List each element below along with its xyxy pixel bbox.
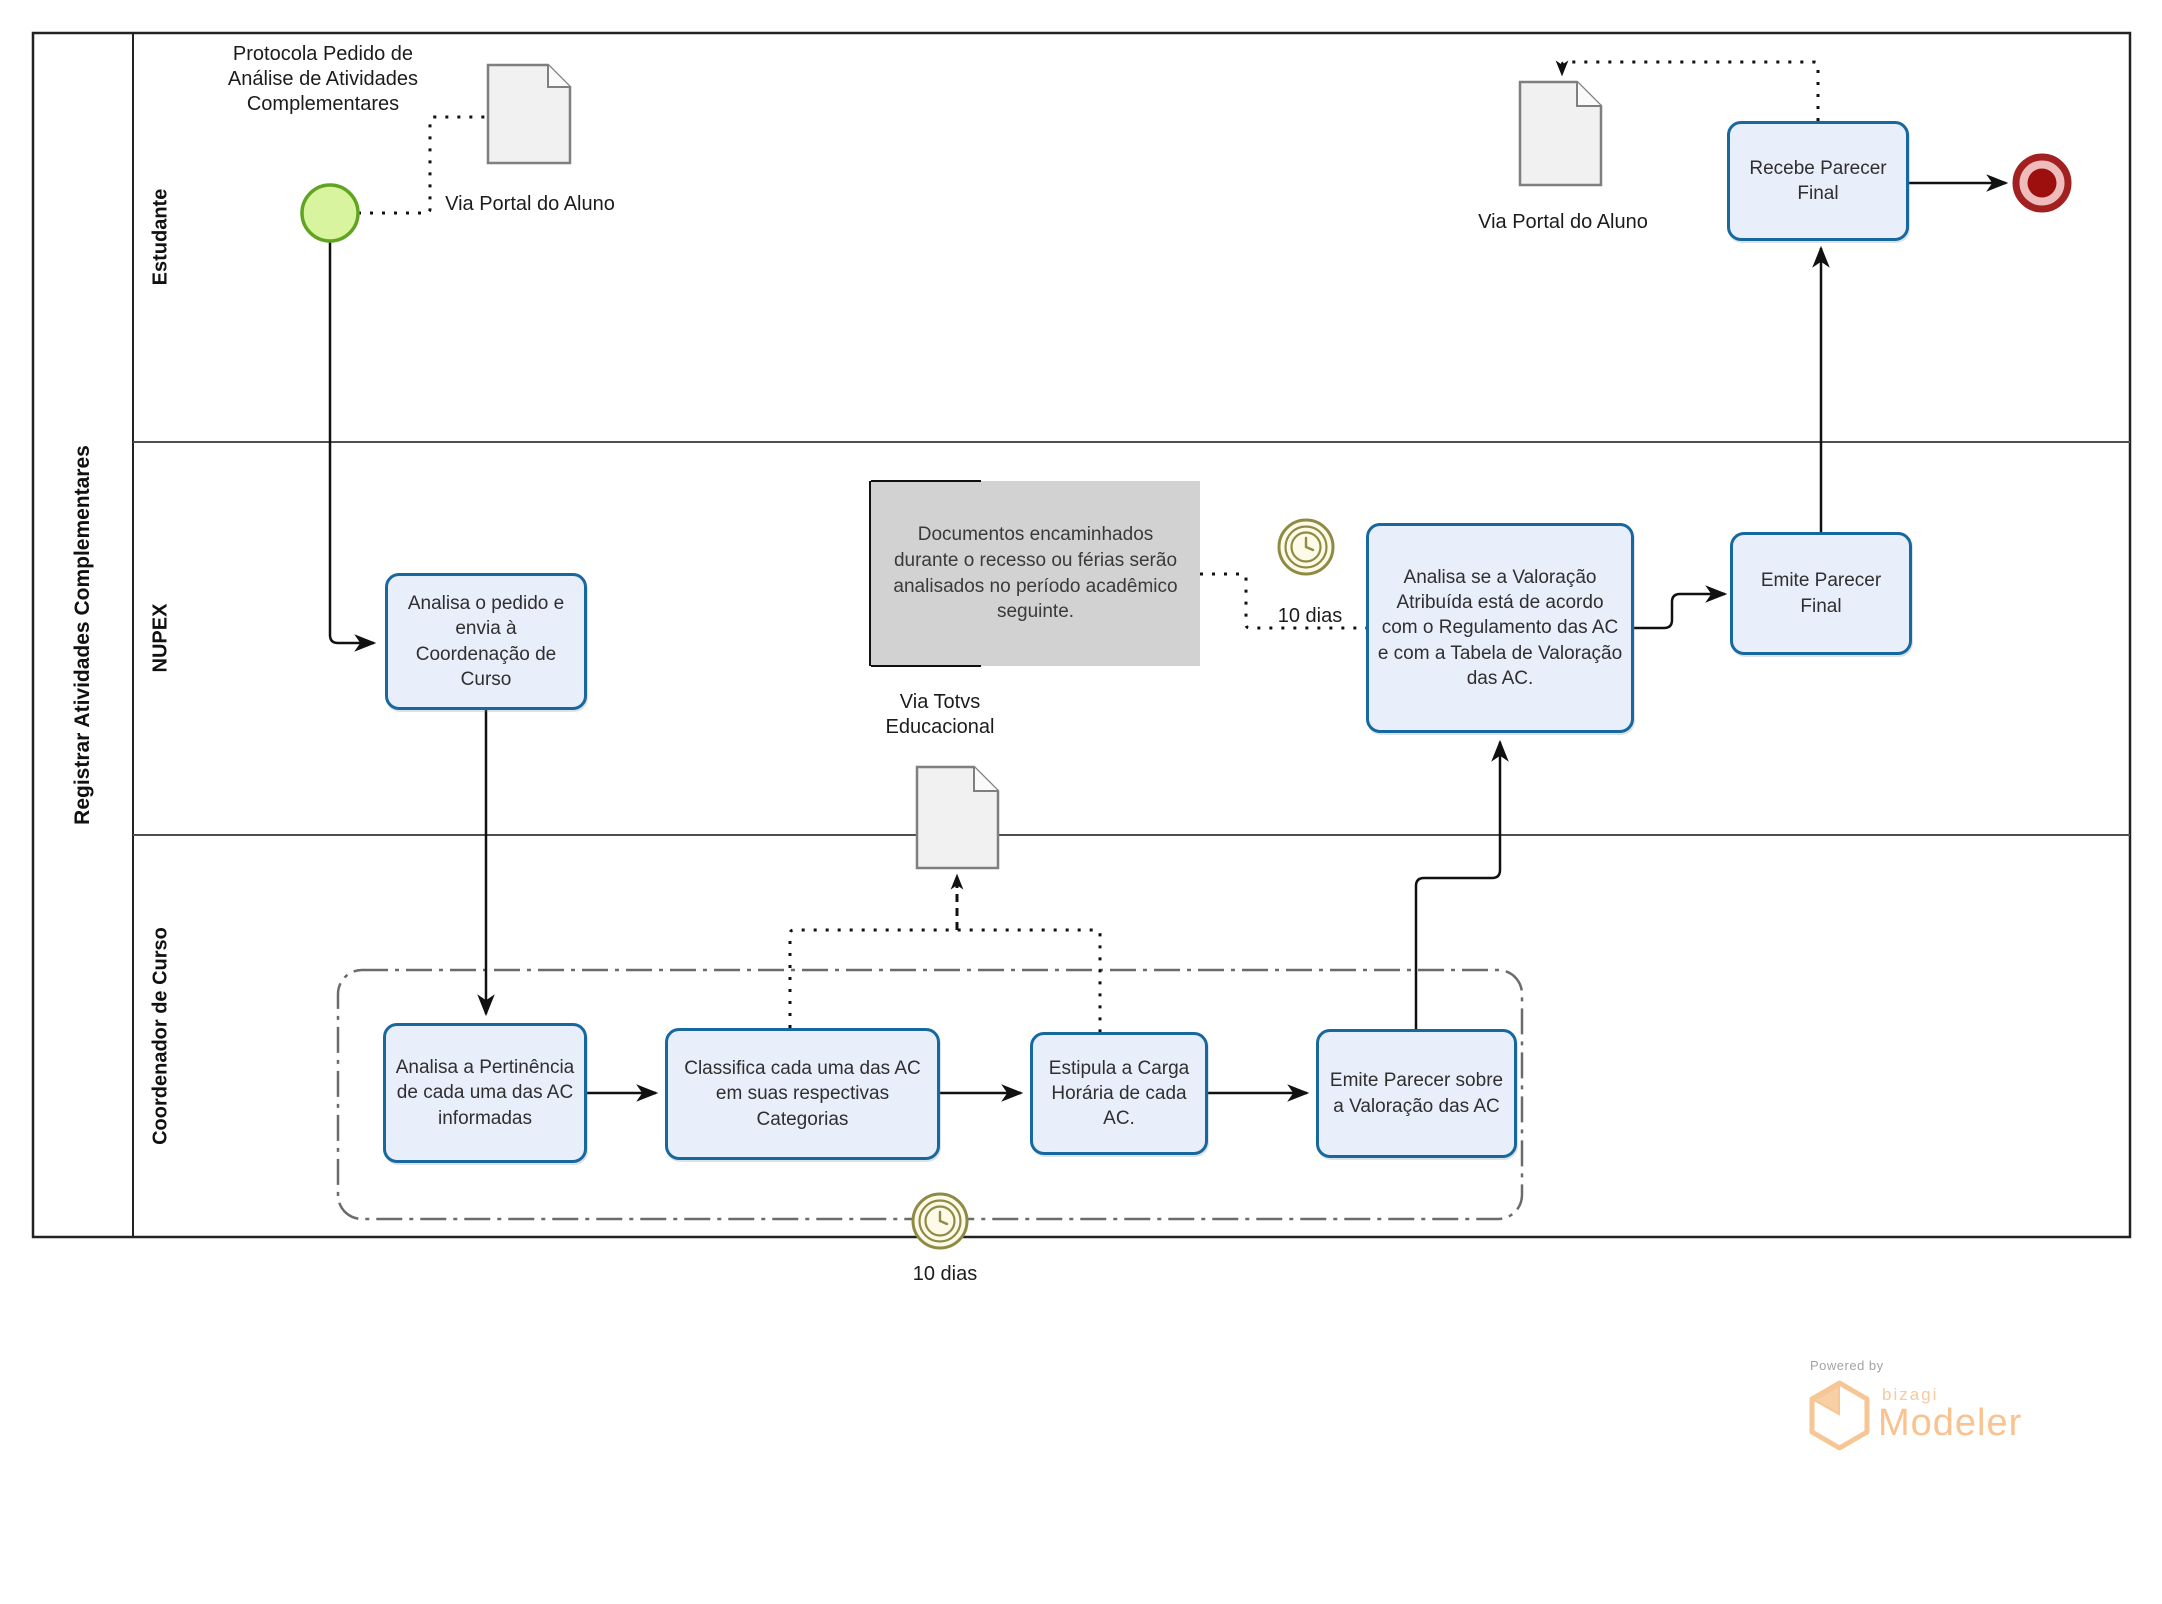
flow-analisa-valoracao-to-emite-final[interactable] (1634, 585, 1728, 630)
flow-start-to-analisa-pedido[interactable] (328, 241, 377, 652)
task-recebe-parecer-final[interactable]: Recebe Parecer Final (1727, 121, 1909, 241)
assoc-recebe-to-portal-doc[interactable] (1555, 60, 1820, 121)
task-emite-parecer-valoracao[interactable]: Emite Parecer sobre a Valoração das AC (1316, 1029, 1517, 1158)
document-via-portal-aluno-1[interactable] (486, 63, 572, 165)
bizagi-brand-text: bizagi (1882, 1385, 1939, 1404)
assoc-tasks-to-totvs-doc[interactable] (788, 928, 1102, 1032)
annotation-bracket-bottom (871, 665, 981, 667)
start-event-label: Protocola Pedido de Análise de Atividade… (227, 43, 419, 115)
task-analisa-pedido[interactable]: Analisa o pedido e envia à Coordenação d… (385, 573, 587, 710)
start-event[interactable] (300, 183, 360, 243)
document-via-portal-aluno-2[interactable] (1518, 80, 1603, 187)
annotation-bracket-top (871, 480, 981, 482)
pool-border (31, 31, 2132, 1239)
document-label-portal-2: Via Portal do Aluno (1478, 211, 1648, 233)
task-emite-parecer-final[interactable]: Emite Parecer Final (1730, 532, 1912, 655)
end-event[interactable] (2012, 153, 2072, 213)
document-label-totvs: Via Totvs Educacional (885, 691, 995, 738)
document-via-totvs[interactable] (915, 765, 1000, 870)
powered-by-text: Powered by (1810, 1358, 1884, 1373)
task-classifica-categorias[interactable]: Classifica cada uma das AC em suas respe… (665, 1028, 940, 1160)
bizagi-logo-icon (1809, 1380, 1870, 1451)
timer-label-coordenador: 10 dias (912, 1263, 978, 1285)
flow-emite-valoracao-to-analisa-valoracao[interactable] (1414, 739, 1509, 1029)
modeler-product-text: Modeler (1878, 1402, 2023, 1444)
timer-label-nupex: 10 dias (1277, 605, 1343, 627)
task-analisa-pertinencia[interactable]: Analisa a Pertinência de cada uma das AC… (383, 1023, 587, 1163)
text-annotation-recesso[interactable]: Documentos encaminhados durante o recess… (869, 480, 1200, 667)
timer-event-nupex[interactable] (1277, 518, 1335, 576)
task-analisa-valoracao[interactable]: Analisa se a Valoração Atribuída está de… (1366, 523, 1634, 733)
group-coordenador-activities[interactable] (336, 968, 1524, 1221)
timer-event-coordenador[interactable] (911, 1192, 969, 1250)
task-estipula-carga-horaria[interactable]: Estipula a Carga Horária de cada AC. (1030, 1032, 1208, 1155)
document-label-portal-1: Via Portal do Aluno (445, 193, 615, 215)
